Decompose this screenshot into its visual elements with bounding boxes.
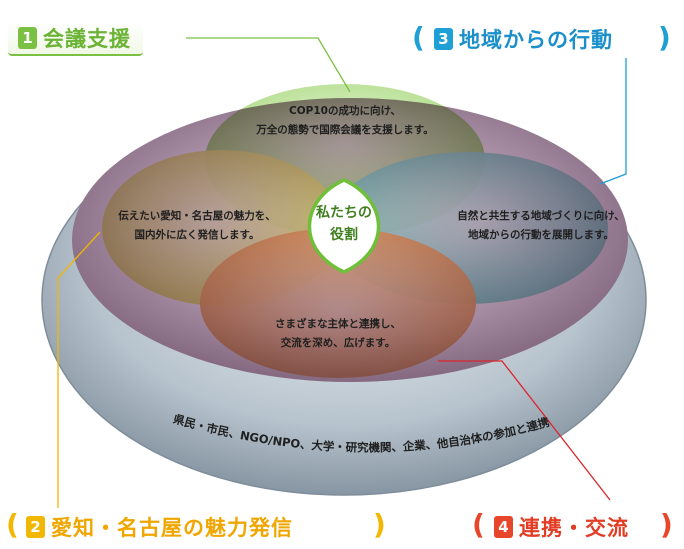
tag-3-label: 地域からの行動	[459, 28, 613, 52]
center-label: 私たちの 役割	[304, 202, 384, 246]
center-line-2: 役割	[330, 227, 358, 243]
circle-bottom-text: さまざまな主体と連携し、 交流を深め、広げます。	[258, 315, 418, 353]
tag-2-number: 2	[26, 516, 45, 538]
tag-1-label: 会議支援	[43, 27, 131, 51]
circle-bottom	[200, 228, 476, 378]
tag-3-bracket-left: (	[412, 21, 425, 54]
circle-right-text: 自然と共生する地域づくりに向け、 地域からの行動を展開します。	[456, 207, 626, 245]
center-lens	[307, 178, 381, 274]
tag-4-bracket-right: )	[660, 508, 673, 541]
circle-top-line-1: COP10の成功に向け、	[289, 105, 401, 117]
tag-4: 4 連携・交流	[484, 510, 641, 544]
tag-2-bracket-right: )	[373, 508, 386, 541]
tag-4-label: 連携・交流	[519, 516, 629, 540]
circle-left-line-2: 国内外に広く発信します。	[134, 229, 260, 241]
center-line-1: 私たちの	[316, 205, 372, 221]
circle-bottom-line-1: さまざまな主体と連携し、	[275, 318, 401, 330]
tag-1-number: 1	[18, 27, 37, 49]
connector-2	[57, 231, 101, 508]
tag-1: 1 会議支援	[8, 22, 143, 56]
connector-3	[599, 58, 627, 185]
tag-2: 2 愛知・名古屋の魅力発信	[16, 510, 305, 544]
tag-3-number: 3	[434, 28, 453, 50]
tag-2-label: 愛知・名古屋の魅力発信	[51, 516, 293, 540]
connector-4	[438, 360, 611, 501]
tag-4-bracket-left: (	[472, 508, 485, 541]
tag-4-number: 4	[494, 516, 513, 538]
circle-bottom-line-2: 交流を深め、広げます。	[280, 337, 396, 349]
circle-top-text: COP10の成功に向け、 万全の態勢で国際会議を支援します。	[245, 102, 445, 140]
circle-top-line-2: 万全の態勢で国際会議を支援します。	[256, 124, 434, 136]
circle-right-line-1: 自然と共生する地域づくりに向け、	[457, 210, 625, 222]
tag-2-bracket-left: (	[6, 508, 19, 541]
connector-1	[186, 37, 351, 93]
tag-3: 3 地域からの行動	[424, 22, 625, 56]
tag-3-bracket-right: )	[658, 21, 671, 54]
circle-left-text: 伝えたい愛知・名古屋の魅力を、 国内外に広く発信します。	[112, 207, 282, 245]
circle-left-line-1: 伝えたい愛知・名古屋の魅力を、	[118, 210, 276, 222]
circle-right-line-2: 地域からの行動を展開します。	[468, 229, 614, 241]
role-circles	[102, 84, 608, 378]
